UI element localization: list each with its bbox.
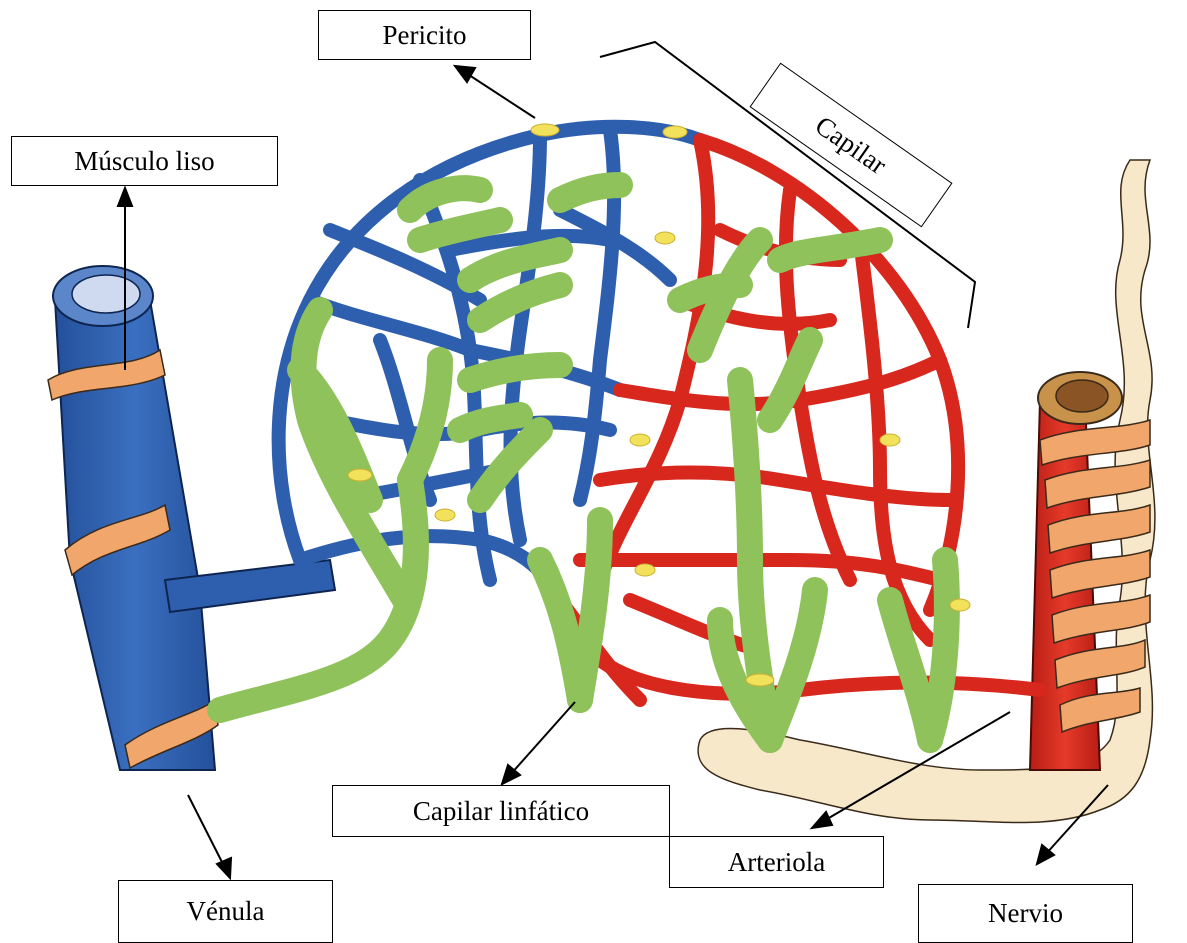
label-arteriola: Arteriola — [669, 836, 884, 888]
label-arteriola-text: Arteriola — [728, 847, 825, 878]
label-nervio: Nervio — [918, 884, 1133, 943]
label-pericito: Pericito — [318, 10, 531, 60]
label-pericito-text: Pericito — [383, 20, 467, 51]
arteriole — [1030, 372, 1150, 770]
label-musculo-liso: Músculo liso — [11, 136, 278, 186]
label-musculo-liso-text: Músculo liso — [74, 146, 214, 177]
label-capilar-linfatico-text: Capilar linfático — [413, 796, 589, 827]
label-capilar-linfatico: Capilar linfático — [332, 785, 670, 837]
label-venula: Vénula — [118, 880, 333, 943]
label-nervio-text: Nervio — [988, 898, 1063, 929]
label-venula-text: Vénula — [187, 896, 265, 927]
